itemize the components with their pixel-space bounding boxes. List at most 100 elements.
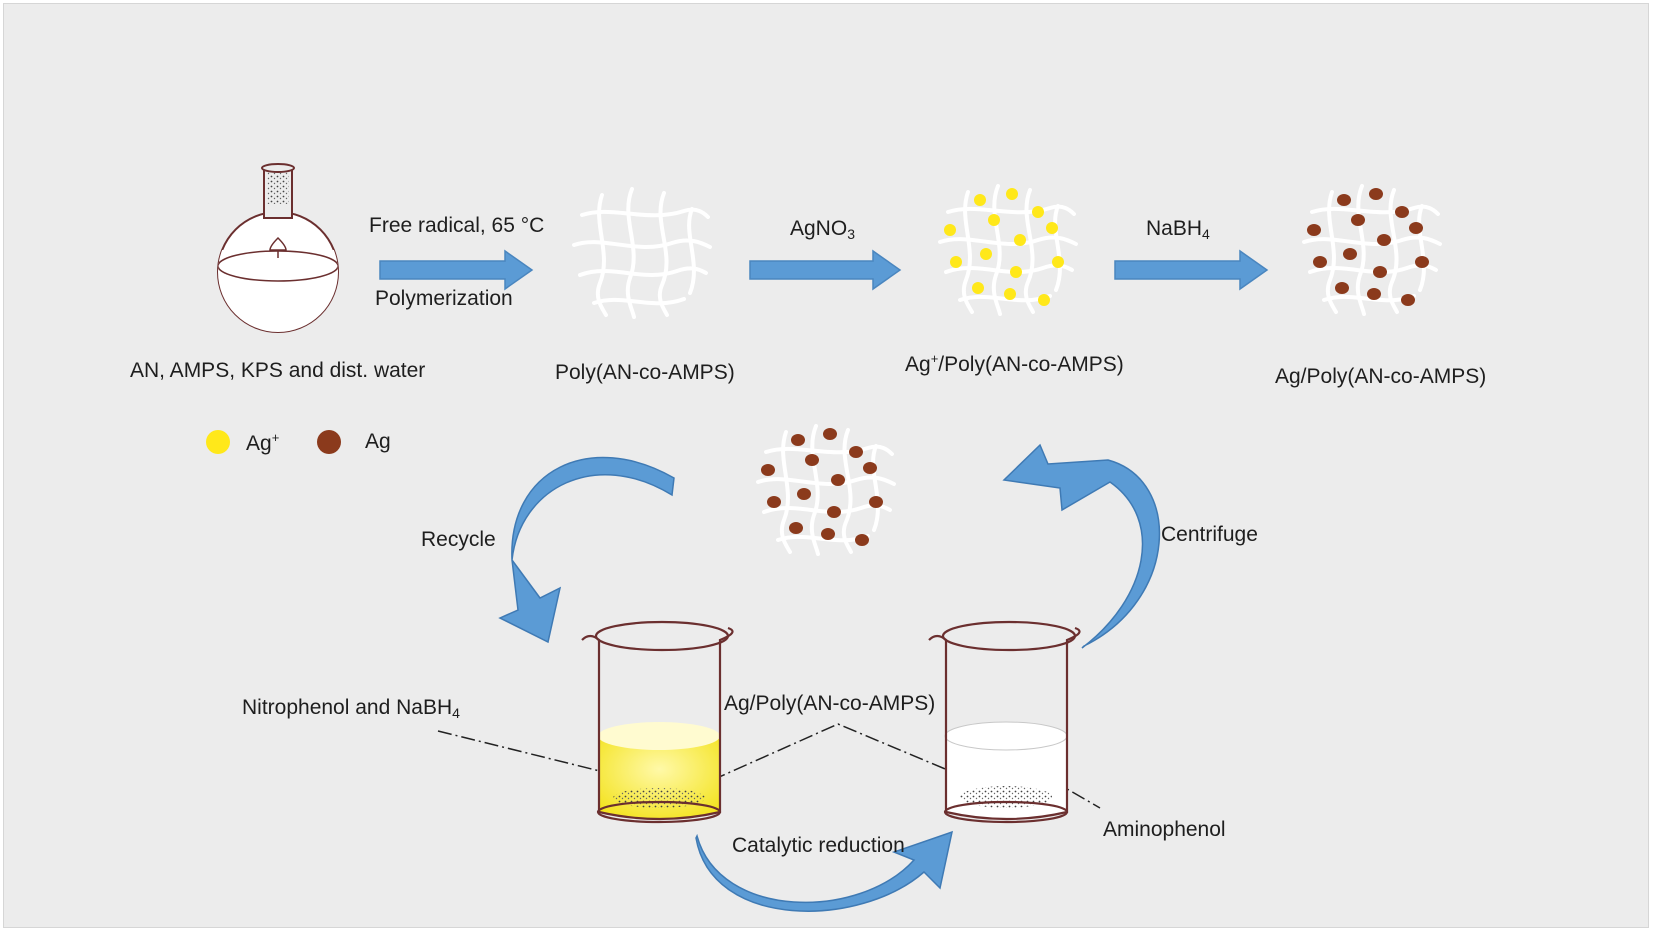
polymer-strand <box>756 475 896 486</box>
ag-ion-particle <box>1010 266 1022 278</box>
nabh4-arrow <box>1114 249 1269 291</box>
polymer-strand <box>595 193 608 317</box>
polymer-strand <box>1053 204 1062 292</box>
polymer-network-icon <box>572 187 712 319</box>
beaker-icon <box>581 620 734 824</box>
ag-poly-label: Ag/Poly(AN-co-AMPS) <box>1275 365 1487 388</box>
poly-label: Poly(AN-co-AMPS) <box>555 361 735 384</box>
polymer-network-icon <box>938 184 1078 316</box>
ag-particle <box>805 454 819 466</box>
centrifuge-label: Centrifuge <box>1161 523 1258 546</box>
polymer-strand <box>580 207 710 219</box>
ag-ion-poly-superscript: + <box>930 351 939 366</box>
ag-ion-particle <box>1006 188 1018 200</box>
polymer-strand <box>779 430 792 554</box>
polymer-strand <box>572 238 712 249</box>
ag-ion-particle <box>1004 288 1016 300</box>
ag-particle <box>767 496 781 508</box>
step1-process-label: Polymerization <box>375 287 513 310</box>
ag-particle <box>1373 266 1387 278</box>
polymer-strand <box>687 207 696 295</box>
ag-ion-particle <box>950 256 962 268</box>
reactants-label: AN, AMPS, KPS and dist. water <box>130 359 426 382</box>
ag-particle <box>821 528 835 540</box>
polymer-strand <box>1355 184 1366 316</box>
ag-particle <box>1395 206 1409 218</box>
polymer-strand <box>946 204 1076 216</box>
ag-particle <box>789 522 803 534</box>
diagram-panel <box>3 3 1649 928</box>
polymer-strand <box>657 191 669 317</box>
legend-ag-ion-label: Ag+ <box>246 431 279 454</box>
ag-particle <box>1313 256 1327 268</box>
centrifuge-arrow <box>1002 443 1161 649</box>
polymer-strand <box>809 424 820 556</box>
legend-ag-ion-superscript: + <box>271 430 280 445</box>
ag-particle <box>1409 222 1423 234</box>
polymer-strand <box>991 184 1002 316</box>
ag-particle <box>849 446 863 458</box>
polymer-strand <box>938 235 1078 246</box>
polymer-strand <box>764 444 894 456</box>
legend-ag-dot <box>317 430 341 454</box>
ag-ion-particle <box>1038 294 1050 306</box>
recycle-arrow <box>498 456 675 644</box>
ag-particle <box>1369 188 1383 200</box>
ag-ion-particle <box>972 282 984 294</box>
ag-ion-poly-label: Ag+/Poly(AN-co-AMPS) <box>905 352 1124 375</box>
ag-particle <box>1351 214 1365 226</box>
ag-particle <box>1415 256 1429 268</box>
ag-particle <box>1343 248 1357 260</box>
agno3-subscript: 3 <box>847 226 855 242</box>
round-bottom-flask-icon <box>217 163 339 333</box>
nabh4-subscript: 4 <box>1202 226 1210 242</box>
nitrophenol-subscript: 4 <box>452 705 460 721</box>
polymer-strand <box>1310 204 1440 216</box>
ag-particle <box>823 428 837 440</box>
legend-ag-ion-text: Ag <box>246 432 272 455</box>
ag-ion-particle <box>980 248 992 260</box>
ag-ion-particle <box>1014 234 1026 246</box>
catalytic-reduction-arrow <box>695 830 954 912</box>
nitrophenol-label: Nitrophenol and NaBH4 <box>242 697 460 720</box>
ag-ion-particle <box>988 214 1000 226</box>
polymer-network-icon <box>1302 184 1442 316</box>
ag-ion-poly-main: /Poly(AN-co-AMPS) <box>938 353 1124 376</box>
ag-ion-particle <box>1052 256 1064 268</box>
polymer-strand <box>1023 188 1035 314</box>
ag-particle <box>1337 194 1351 206</box>
catalytic-reduction-label: Catalytic reduction <box>732 834 905 857</box>
ag-ion-particle <box>974 194 986 206</box>
catalyst-label: Ag/Poly(AN-co-AMPS) <box>724 692 936 715</box>
ag-ion-poly-prefix: Ag <box>905 353 931 376</box>
ag-particle <box>797 488 811 500</box>
ag-particle <box>1307 224 1321 236</box>
ag-particle <box>855 534 869 546</box>
polymer-strand <box>871 444 880 532</box>
polymer-strand <box>961 190 974 314</box>
polymer-strand <box>1302 235 1442 246</box>
polymer-strand <box>578 266 708 277</box>
legend-ag-label: Ag <box>365 430 391 453</box>
ag-particle <box>761 464 775 476</box>
leader-nitrophenol <box>437 730 621 777</box>
polymer-strand <box>944 263 1074 274</box>
nitrophenol-text: Nitrophenol and NaBH <box>242 696 453 719</box>
ag-ion-particle <box>1032 206 1044 218</box>
polymerization-arrow <box>379 249 534 291</box>
recycle-label: Recycle <box>421 528 496 551</box>
ag-particle <box>831 474 845 486</box>
ag-particle <box>827 506 841 518</box>
polymer-strand <box>841 428 853 554</box>
legend-ag-ion-dot <box>206 430 230 454</box>
polymer-strand <box>1387 188 1399 314</box>
polymer-strand <box>1308 263 1438 274</box>
ag-particle <box>869 496 883 508</box>
polymer-strand <box>762 503 892 514</box>
ag-particle <box>791 434 805 446</box>
polymer-strand <box>625 187 636 319</box>
step1-condition-label: Free radical, 65 °C <box>369 214 545 237</box>
polymer-network-icon <box>756 424 896 556</box>
nabh4-label: NaBH4 <box>1146 218 1210 241</box>
